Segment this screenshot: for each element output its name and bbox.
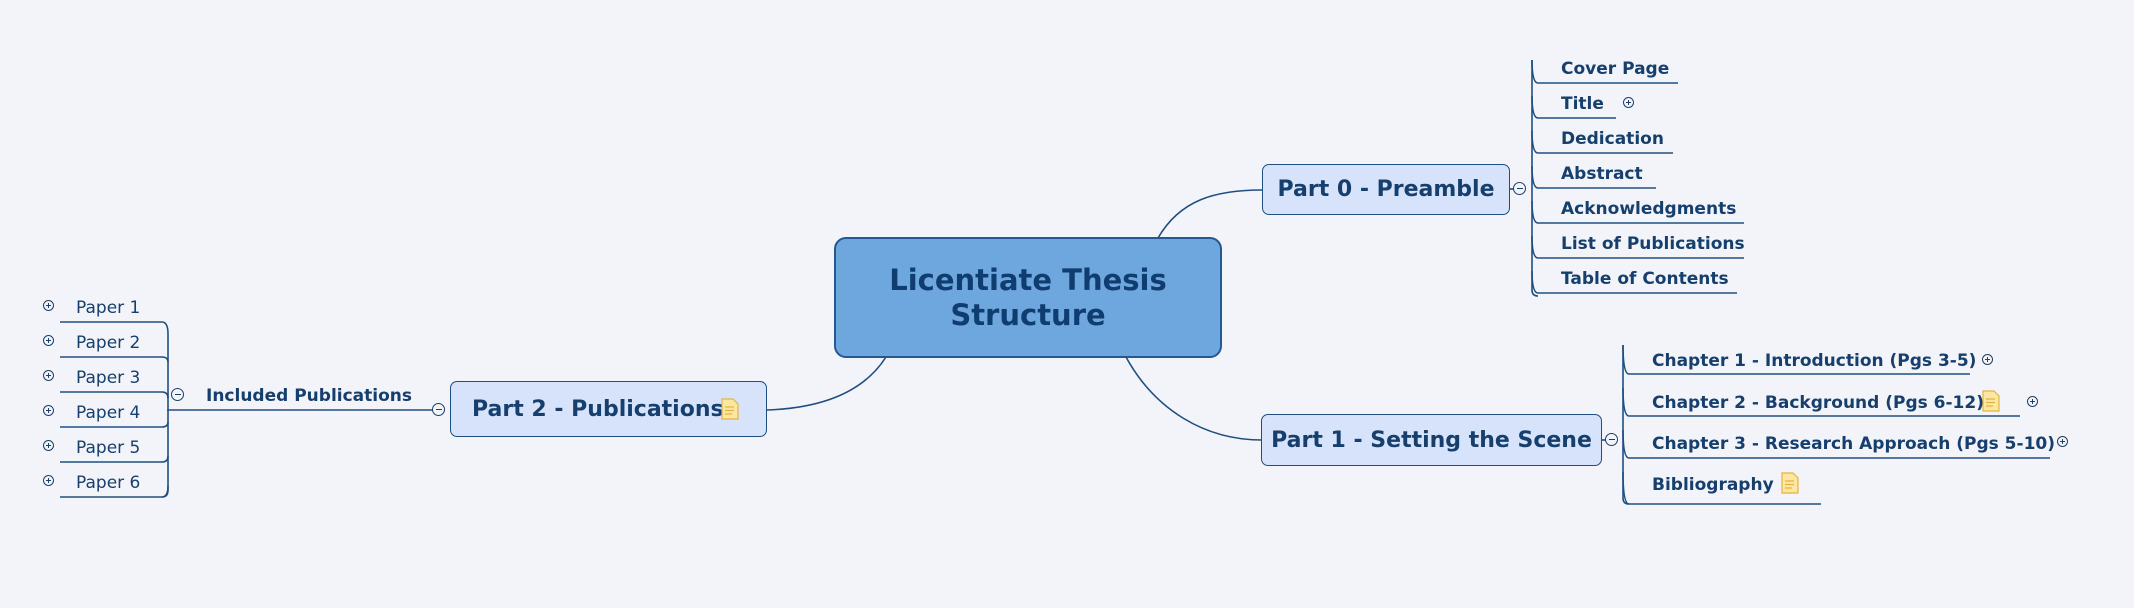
- included-publications[interactable]: Included Publications: [206, 386, 413, 406]
- part-1-child-1[interactable]: Chapter 1 - Introduction (Pgs 3-5): [1652, 351, 1977, 371]
- part-1-child-2[interactable]: Chapter 2 - Background (Pgs 6-12): [1652, 393, 1984, 413]
- expand-chapter-2-icon[interactable]: [2027, 396, 2038, 407]
- part-1-child-3[interactable]: Chapter 3 - Research Approach (Pgs 5-10): [1652, 434, 2055, 454]
- topic-part-2[interactable]: Part 2 - Publications: [450, 381, 767, 437]
- collapse-included-publications-icon[interactable]: [171, 388, 184, 401]
- note-icon[interactable]: [721, 398, 739, 420]
- expand-paper-2-icon[interactable]: [43, 335, 54, 346]
- paper-1[interactable]: Paper 1: [76, 298, 141, 318]
- part-0-child-6[interactable]: List of Publications: [1561, 234, 1745, 254]
- central-topic-line1: Licentiate Thesis: [889, 262, 1167, 297]
- expand-chapter-1-icon[interactable]: [1982, 354, 1993, 365]
- part-0-child-1[interactable]: Cover Page: [1561, 59, 1670, 79]
- paper-2[interactable]: Paper 2: [76, 333, 141, 353]
- part-1-child-4[interactable]: Bibliography: [1652, 475, 1774, 495]
- expand-chapter-3-icon[interactable]: [2057, 436, 2068, 447]
- expand-title-icon[interactable]: [1623, 97, 1634, 108]
- collapse-part-2-icon[interactable]: [432, 403, 445, 416]
- part-0-child-5[interactable]: Acknowledgments: [1561, 199, 1737, 219]
- central-topic[interactable]: Licentiate Thesis Structure: [834, 237, 1222, 358]
- expand-paper-4-icon[interactable]: [43, 405, 54, 416]
- central-topic-line2: Structure: [950, 297, 1106, 332]
- topic-part-1[interactable]: Part 1 - Setting the Scene: [1261, 414, 1602, 466]
- topic-part-0-label: Part 0 - Preamble: [1277, 177, 1495, 202]
- expand-paper-5-icon[interactable]: [43, 440, 54, 451]
- expand-paper-1-icon[interactable]: [43, 300, 54, 311]
- collapse-part-1-icon[interactable]: [1605, 433, 1618, 446]
- paper-6[interactable]: Paper 6: [76, 473, 141, 493]
- expand-paper-6-icon[interactable]: [43, 475, 54, 486]
- part-0-child-3[interactable]: Dedication: [1561, 129, 1664, 149]
- paper-4[interactable]: Paper 4: [76, 403, 141, 423]
- part-0-child-2[interactable]: Title: [1561, 94, 1604, 114]
- topic-part-2-label: Part 2 - Publications: [472, 396, 724, 422]
- part-0-child-7[interactable]: Table of Contents: [1561, 269, 1729, 289]
- expand-paper-3-icon[interactable]: [43, 370, 54, 381]
- topic-part-1-label: Part 1 - Setting the Scene: [1271, 427, 1592, 453]
- collapse-part-0-icon[interactable]: [1513, 182, 1526, 195]
- note-icon[interactable]: [1781, 472, 1799, 494]
- note-icon[interactable]: [1982, 390, 2000, 412]
- part-0-child-4[interactable]: Abstract: [1561, 164, 1643, 184]
- paper-3[interactable]: Paper 3: [76, 368, 141, 388]
- topic-part-0[interactable]: Part 0 - Preamble: [1262, 164, 1510, 215]
- paper-5[interactable]: Paper 5: [76, 438, 141, 458]
